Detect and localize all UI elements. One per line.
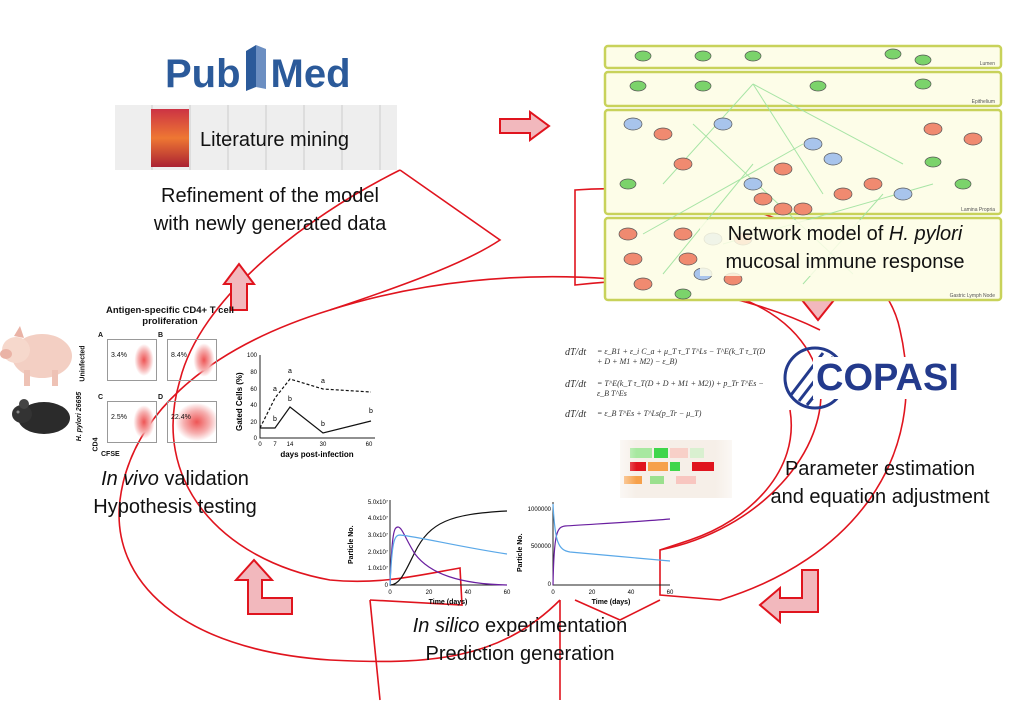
gated-cells-chart: Gated Cells (%) 100 80 60 40 20 0 0 7 14… — [235, 353, 375, 459]
equation-2: = T^E(k_T τ_T(D + D + M1 + M2)) + p_Tr T… — [597, 379, 764, 398]
svg-text:80: 80 — [250, 370, 257, 376]
equation-2-lhs: dT/dt — [565, 379, 587, 390]
y-tick: 1.0x10⁷ — [368, 565, 388, 572]
equation-1: = ε_B1 + ε_i C_a + μ_T τ_T T^Ls − T^E(k_… — [597, 347, 766, 366]
flow-panel-b: B 8.4% — [158, 332, 217, 381]
x-tick: 60 — [667, 590, 674, 596]
refinement-caption: Refinement of the model with newly gener… — [153, 185, 387, 235]
invivo-figure: Antigen-specific CD4+ T cell proliferati… — [76, 305, 375, 460]
y-axis-label: Particle No. — [348, 525, 355, 564]
svg-text:14: 14 — [287, 442, 294, 448]
svg-text:20: 20 — [250, 420, 257, 426]
y-tick: 1000000 — [528, 507, 552, 513]
parameter-heatmap — [610, 438, 742, 500]
compartment-label-epithelium: Epithelium — [972, 99, 995, 105]
x-tick: 0 — [551, 590, 555, 596]
y-tick: 500000 — [531, 544, 552, 550]
equation-3-lhs: dT/dt — [565, 409, 587, 420]
arrow-left-up-icon — [233, 558, 293, 615]
x-tick: 20 — [589, 590, 596, 596]
y-tick: 2.0x10⁷ — [368, 549, 388, 556]
svg-text:100: 100 — [247, 353, 258, 359]
y-tick: 5.0x10⁷ — [368, 499, 388, 506]
y-tick: 4.0x10⁷ — [368, 515, 388, 522]
svg-text:b: b — [273, 416, 277, 423]
equation-3: = ε_B T^Es + T^Ls(p_Tr − μ_T) — [597, 409, 702, 418]
svg-text:60: 60 — [366, 442, 373, 448]
y-tick: 0 — [385, 583, 389, 589]
book-icon — [245, 45, 266, 91]
svg-text:30: 30 — [320, 442, 327, 448]
y-axis-label: Gated Cells (%) — [235, 372, 244, 431]
x-tick: 40 — [465, 590, 472, 596]
svg-text:a: a — [321, 378, 325, 385]
mouse-image — [12, 399, 70, 434]
svg-text:a: a — [273, 386, 277, 393]
series-black — [389, 510, 508, 586]
literature-collage: Literature mining — [115, 105, 397, 170]
journal-cover — [151, 109, 189, 167]
x-axis-label: Time (days) — [429, 599, 468, 606]
row-label-uninfected: Uninfected — [79, 345, 87, 382]
series-dashed — [259, 378, 372, 429]
compartment-label-gastric-lymph-node: Gastric Lymph Node — [950, 293, 996, 299]
arrow-down-left-icon — [758, 569, 819, 624]
parameter-caption: Parameter estimation and equation adjust… — [770, 458, 990, 508]
svg-text:7: 7 — [273, 442, 277, 448]
svg-text:40: 40 — [250, 403, 257, 409]
series-purple — [552, 518, 671, 586]
invivo-caption: In vivo validation Hypothesis testing — [93, 468, 257, 518]
flow-panel-a: A 3.4% — [98, 332, 157, 381]
series-purple — [389, 526, 508, 586]
arrow-up-icon — [222, 262, 256, 311]
flow-panel-c: C 2.5% — [98, 394, 157, 443]
x-tick: 40 — [628, 590, 635, 596]
svg-text:60: 60 — [250, 387, 257, 393]
flow-panel-d: D 22.4% — [158, 394, 217, 443]
x-axis-label: Time (days) — [592, 599, 631, 606]
literature-mining-label: Literature mining — [200, 129, 349, 151]
svg-text:0: 0 — [254, 436, 258, 442]
insilico-caption: In silico experimentation Prediction gen… — [412, 615, 628, 665]
pubmed-logo: Pub Med — [165, 45, 351, 97]
x-tick: 60 — [504, 590, 511, 596]
svg-text:b: b — [288, 396, 292, 403]
network-caption: Network model of H. pylori mucosal immun… — [700, 220, 990, 276]
series-blue — [389, 534, 508, 586]
svg-text:b: b — [369, 408, 373, 415]
arrow-right-icon — [499, 110, 551, 142]
insilico-chart-2: 1000000 500000 0 Particle No. 0 20 40 60… — [517, 502, 674, 606]
svg-text:b: b — [321, 421, 325, 428]
series-solid — [260, 406, 372, 434]
svg-text:0: 0 — [258, 442, 262, 448]
x-tick: 20 — [426, 590, 433, 596]
y-axis-label: Particle No. — [517, 533, 524, 572]
pig-image — [0, 326, 72, 386]
compartment-label-lumen: Lumen — [980, 61, 996, 67]
svg-text:a: a — [288, 368, 292, 375]
compartment-label-lamina-propria: Lamina Propria — [961, 207, 995, 213]
equation-1-lhs: dT/dt — [565, 347, 587, 358]
ode-equations: dT/dt = ε_B1 + ε_i C_a + μ_T τ_T T^Ls − … — [565, 343, 770, 433]
copasi-logo: COPASI — [775, 345, 1015, 411]
x-tick: 0 — [388, 590, 392, 596]
y-tick: 3.0x10⁷ — [368, 532, 388, 539]
x-axis-label: days post-infection — [280, 450, 353, 459]
series-blue — [552, 503, 671, 562]
insilico-chart-1: 5.0x10⁷ 4.0x10⁷ 3.0x10⁷ 2.0x10⁷ 1.0x10⁷ … — [348, 499, 511, 606]
y-tick: 0 — [548, 582, 552, 588]
row-label-hpylori: H. pylori 26695 — [76, 391, 84, 442]
